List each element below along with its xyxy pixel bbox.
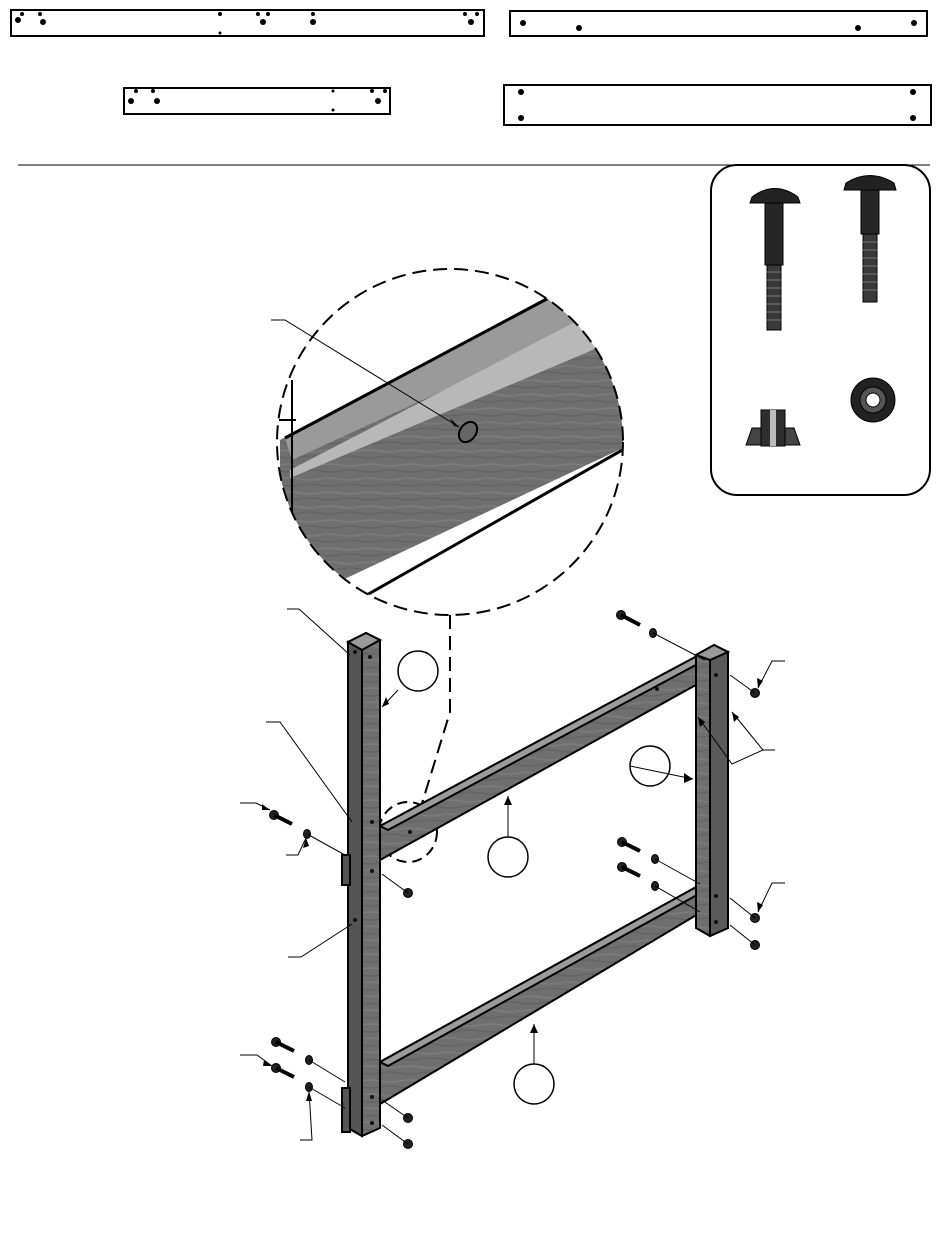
parts-preview xyxy=(11,10,931,125)
part-board-long-2 xyxy=(510,11,927,36)
part-board-short xyxy=(124,88,390,114)
zoom-detail xyxy=(270,260,640,862)
callout-circle xyxy=(630,746,670,786)
bolt-icon xyxy=(272,1038,295,1052)
bolt-icon xyxy=(618,863,641,877)
lock-nut-icon xyxy=(851,378,895,422)
part-board-wide xyxy=(504,85,931,125)
callout-circle xyxy=(488,837,528,877)
frame-assembly xyxy=(342,633,728,1136)
part-board-long-1 xyxy=(11,10,484,36)
bolt-icon xyxy=(618,838,641,852)
bolt-icon xyxy=(617,611,641,626)
hardware-panel xyxy=(711,165,930,495)
callout-circle xyxy=(398,651,438,691)
callout-circle xyxy=(514,1064,554,1104)
bolt-icon xyxy=(270,811,293,825)
bolt-icon xyxy=(272,1064,295,1078)
